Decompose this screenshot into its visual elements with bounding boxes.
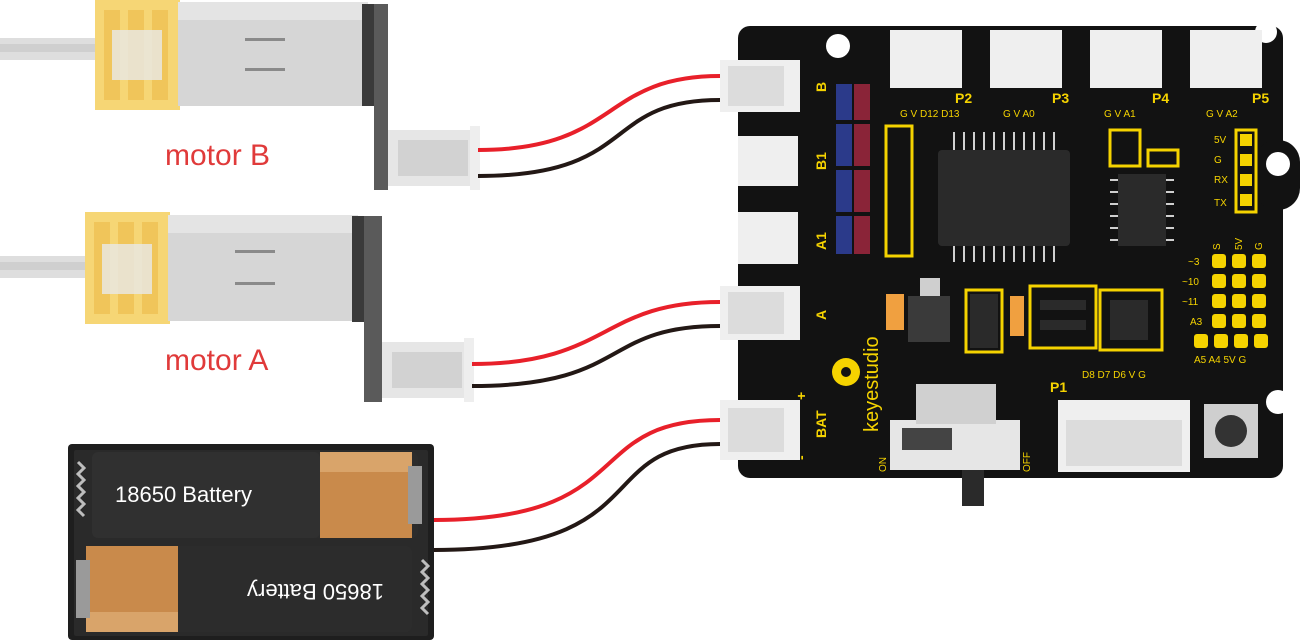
wires xyxy=(433,74,721,552)
serial-pin-5v: 5V xyxy=(1214,135,1227,146)
battery-holder xyxy=(68,444,434,640)
header-p3-pins: G V A0 xyxy=(1003,109,1035,120)
pwm-col-g: G xyxy=(1254,242,1265,250)
connector-a1-label: A1 xyxy=(813,232,829,250)
connector-bat-plus: + xyxy=(793,392,809,400)
battery-red-wire xyxy=(433,418,721,522)
battery-cell-1-label: 18650 Battery xyxy=(115,482,252,507)
header-p3-name: P3 xyxy=(1052,90,1069,106)
brand-logo-text: keyestudio xyxy=(861,336,883,432)
motor-a-label: motor A xyxy=(165,344,268,377)
connector-bat-label: BAT xyxy=(813,410,829,438)
motor-b-red-wire xyxy=(477,74,721,152)
battery-black-wire xyxy=(433,442,721,552)
pwm-row-a3: A3 xyxy=(1190,317,1203,328)
header-p4-pins: G V A1 xyxy=(1104,109,1136,120)
connector-b1-label: B1 xyxy=(813,152,829,170)
motor-a xyxy=(0,212,474,402)
switch-off-label: OFF xyxy=(1022,452,1033,472)
header-p2-pins: G V D12 D13 xyxy=(900,109,960,120)
motor-b-label: motor B xyxy=(165,139,270,172)
analog-bottom-labels: A5 A4 5V G xyxy=(1194,355,1246,366)
header-p5-pins: G V A2 xyxy=(1206,109,1238,120)
pwm-row-3: ~3 xyxy=(1188,257,1200,268)
serial-pin-rx: RX xyxy=(1214,175,1228,186)
header-p1-pins: D8 D7 D6 V G xyxy=(1082,370,1146,381)
motor-b-black-wire xyxy=(477,98,721,178)
driver-board xyxy=(720,21,1300,506)
header-p4-name: P4 xyxy=(1152,90,1169,106)
motor-b xyxy=(0,0,480,190)
serial-pin-tx: TX xyxy=(1214,198,1227,209)
switch-on-label: ON xyxy=(878,457,889,472)
connector-b-label: B xyxy=(813,82,829,92)
connector-a-label: A xyxy=(813,310,829,320)
header-p1-name: P1 xyxy=(1050,379,1067,395)
serial-pin-g: G xyxy=(1214,155,1222,166)
pwm-row-10: ~10 xyxy=(1182,277,1199,288)
motor-a-black-wire xyxy=(471,324,721,388)
battery-cell-2-label: 18650 Battery xyxy=(247,579,384,604)
pwm-col-5v: 5V xyxy=(1234,237,1245,250)
header-p2-name: P2 xyxy=(955,90,972,106)
pwm-row-11: ~11 xyxy=(1182,297,1199,308)
header-p5-name: P5 xyxy=(1252,90,1269,106)
motor-a-red-wire xyxy=(471,300,721,366)
pwm-col-s: S xyxy=(1212,243,1223,250)
connector-bat-minus: - xyxy=(793,455,809,460)
